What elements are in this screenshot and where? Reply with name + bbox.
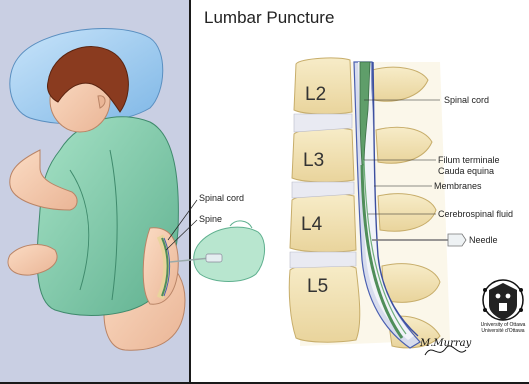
signature: M.Murray bbox=[420, 338, 471, 349]
seal-line-2: Université d'Ottawa bbox=[480, 328, 526, 334]
disc-l4-l5 bbox=[290, 252, 356, 268]
vertebra-l4 bbox=[290, 194, 356, 252]
label-needle: Needle bbox=[469, 235, 498, 245]
needle-hub bbox=[448, 234, 466, 246]
label-cerebrospinal-fluid: Cerebrospinal fluid bbox=[438, 209, 513, 219]
patient-label-spine: Spine bbox=[199, 214, 222, 224]
label-cauda-equina: Cauda equina bbox=[438, 166, 494, 176]
university-seal bbox=[483, 280, 523, 320]
gloved-hand bbox=[194, 227, 265, 281]
vertebra-label-l3: L3 bbox=[303, 150, 324, 172]
label-spinal-cord: Spinal cord bbox=[444, 95, 489, 105]
vertebra-label-l2: L2 bbox=[305, 84, 326, 106]
seal-caption: University of Ottawa Université d'Ottawa bbox=[480, 322, 526, 334]
vertebra-label-l4: L4 bbox=[301, 214, 322, 236]
page-title: Lumbar Puncture bbox=[204, 8, 334, 28]
vertebra-label-l5: L5 bbox=[307, 276, 328, 298]
label-membranes: Membranes bbox=[434, 181, 482, 191]
patient-label-spinal-cord: Spinal cord bbox=[199, 193, 244, 203]
label-filum-terminale: Filum terminale bbox=[438, 155, 500, 165]
